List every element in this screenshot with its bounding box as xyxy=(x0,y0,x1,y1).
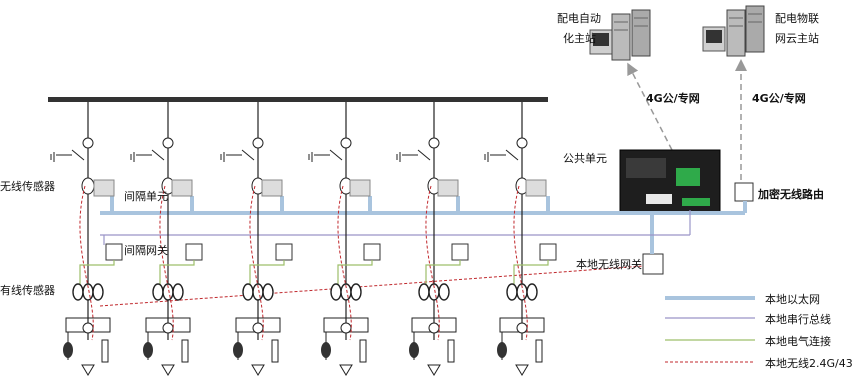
switch-blade xyxy=(330,150,342,160)
arrester-icon xyxy=(63,342,73,358)
resistor-icon xyxy=(102,340,108,362)
public-unit-label: 公共单元 xyxy=(563,152,607,165)
bay-unit-icon xyxy=(172,180,192,196)
lower-sensor-icon xyxy=(517,323,527,333)
load-icon xyxy=(252,365,264,375)
main-busbar xyxy=(48,97,548,102)
wired-sensor-icon xyxy=(93,284,103,300)
bay-gateway-icon xyxy=(364,244,380,260)
feeder-bay-6 xyxy=(485,102,556,375)
load-icon xyxy=(340,365,352,375)
wireless-sensor-label: 无线传感器 xyxy=(0,180,55,193)
wired-sensor-icon xyxy=(73,284,83,300)
wireless-sensor-link xyxy=(160,186,173,340)
master-station-auto-label-2: 化主站 xyxy=(563,32,596,45)
link-4g-left-label: 4G公/专网 xyxy=(646,92,700,105)
iot-cloud-label-2: 网云主站 xyxy=(775,32,819,45)
legend xyxy=(665,298,755,362)
isolator-icon xyxy=(83,138,93,148)
iot-cloud-station-icon xyxy=(703,6,764,56)
bay-unit-icon xyxy=(262,180,282,196)
wired-sensor-icon xyxy=(419,284,429,300)
load-icon xyxy=(428,365,440,375)
lower-sensor-icon xyxy=(429,323,439,333)
switch-blade xyxy=(72,150,84,160)
arrester-icon xyxy=(143,342,153,358)
iot-cloud-label-1: 配电物联 xyxy=(775,12,819,25)
switch-blade xyxy=(418,150,430,160)
encrypted-router-label: 加密无线路由 xyxy=(758,188,824,201)
wireless-sensor-link xyxy=(514,186,527,340)
lower-sensor-icon xyxy=(341,323,351,333)
resistor-icon xyxy=(536,340,542,362)
isolator-icon xyxy=(429,138,439,148)
feeder-bay-5 xyxy=(397,102,468,375)
isolator-icon xyxy=(517,138,527,148)
legend-label-1: 本地串行总线 xyxy=(765,311,831,327)
legend-label-0: 本地以太网 xyxy=(765,291,820,307)
switch-blade xyxy=(152,150,164,160)
resistor-icon xyxy=(360,340,366,362)
load-icon xyxy=(162,365,174,375)
feeder-bay-4 xyxy=(309,102,380,375)
load-icon xyxy=(516,365,528,375)
arrester-icon xyxy=(497,342,507,358)
bay-gateway-label: 间隔网关 xyxy=(124,244,168,257)
bay-unit-label: 间隔单元 xyxy=(124,190,168,203)
bay-unit-icon xyxy=(438,180,458,196)
isolator-icon xyxy=(341,138,351,148)
bay-unit-icon xyxy=(350,180,370,196)
load-icon xyxy=(82,365,94,375)
lower-sensor-icon xyxy=(253,323,263,333)
wireless-sensor-link xyxy=(250,186,263,340)
resistor-icon xyxy=(448,340,454,362)
wired-sensor-icon xyxy=(527,284,537,300)
switch-blade xyxy=(506,150,518,160)
wired-sensor-icon xyxy=(439,284,449,300)
local-wireless-gateway-box xyxy=(643,254,663,274)
wired-sensor-icon xyxy=(331,284,341,300)
isolator-icon xyxy=(253,138,263,148)
bay-gateway-icon xyxy=(452,244,468,260)
resistor-icon xyxy=(182,340,188,362)
local-wireless-gateway-label: 本地无线网关 xyxy=(576,258,642,271)
wired-sensor-icon xyxy=(507,284,517,300)
lower-sensor-icon xyxy=(83,323,93,333)
bay-gateway-icon xyxy=(276,244,292,260)
arrester-icon xyxy=(409,342,419,358)
public-unit-device xyxy=(620,150,720,212)
resistor-icon xyxy=(272,340,278,362)
bay-unit-icon xyxy=(94,180,114,196)
bay-gateway-icon xyxy=(106,244,122,260)
bay-gateway-icon xyxy=(540,244,556,260)
serial-bus xyxy=(100,210,690,245)
feeder-bay-1 xyxy=(51,102,122,375)
wired-sensor-icon xyxy=(153,284,163,300)
arrester-icon xyxy=(321,342,331,358)
wired-sensor-label: 有线传感器 xyxy=(0,284,55,297)
wireless-sensor-link xyxy=(80,186,93,340)
wired-sensor-icon xyxy=(243,284,253,300)
legend-label-3: 本地无线2.4G/433 xyxy=(765,355,852,371)
wireless-sensor-link xyxy=(338,186,351,340)
wireless-sensor-link xyxy=(426,186,439,340)
arrester-icon xyxy=(233,342,243,358)
feeder-bays xyxy=(51,102,556,375)
feeder-bay-2 xyxy=(131,102,202,375)
encrypted-router-box xyxy=(735,183,753,201)
wired-sensor-icon xyxy=(263,284,273,300)
bay-gateway-icon xyxy=(186,244,202,260)
link-4g-right-label: 4G公/专网 xyxy=(752,92,806,105)
bay-unit-icon xyxy=(526,180,546,196)
wired-sensor-icon xyxy=(351,284,361,300)
isolator-icon xyxy=(163,138,173,148)
legend-label-2: 本地电气连接 xyxy=(765,333,831,349)
feeder-bay-3 xyxy=(221,102,292,375)
master-station-auto-label-1: 配电自动 xyxy=(557,12,601,25)
lower-sensor-icon xyxy=(163,323,173,333)
link-4g-left xyxy=(630,68,672,150)
wired-sensor-icon xyxy=(173,284,183,300)
switch-blade xyxy=(242,150,254,160)
